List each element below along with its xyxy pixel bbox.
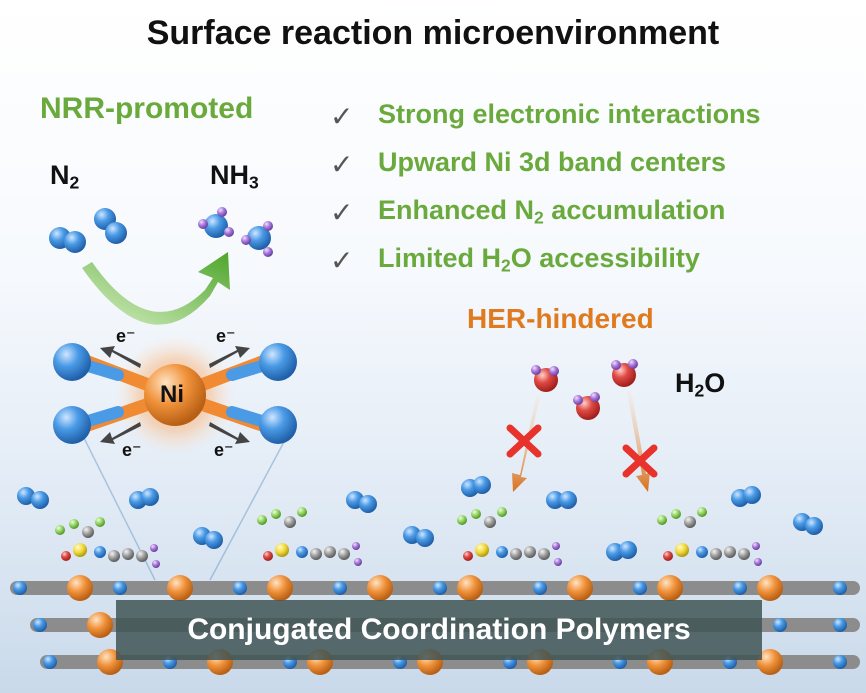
n2-molecules-top xyxy=(49,208,127,253)
ligand-clusters xyxy=(55,507,762,568)
nh3-molecules-top xyxy=(198,207,273,257)
water-molecules xyxy=(531,359,638,420)
checklist-text: Limited H2O accessibility xyxy=(378,243,700,276)
checklist: ✓ Strong electronic interactions ✓ Upwar… xyxy=(330,92,761,284)
electron-arrows xyxy=(100,346,250,444)
polymer-layer-top xyxy=(10,575,860,601)
cross-right xyxy=(622,444,658,478)
electron-label: e⁻ xyxy=(216,326,236,346)
checklist-text: Enhanced N2 accumulation xyxy=(378,195,726,228)
check-icon: ✓ xyxy=(330,148,354,180)
her-label: HER-hindered xyxy=(467,303,654,334)
checklist-item: ✓ Strong electronic interactions xyxy=(330,92,761,140)
checklist-text: Strong electronic interactions xyxy=(378,99,761,130)
checklist-item: ✓ Limited H2O accessibility xyxy=(330,236,761,284)
ni-complex xyxy=(53,335,297,455)
checklist-text: Upward Ni 3d band centers xyxy=(378,147,727,178)
n2-molecules-surface xyxy=(17,476,823,561)
nrr-label: NRR-promoted xyxy=(40,92,254,125)
her-blocked-arrows xyxy=(506,390,658,492)
ni-atom-label: Ni xyxy=(160,381,184,408)
nrr-arrow xyxy=(82,252,230,325)
n2-label: N2 xyxy=(50,160,80,193)
polymer-banner: Conjugated Coordination Polymers xyxy=(116,600,762,660)
nh3-label: NH3 xyxy=(210,160,259,193)
cross-left xyxy=(506,424,542,458)
electron-label: e⁻ xyxy=(214,440,234,460)
h2o-label: H2O xyxy=(675,368,726,401)
check-icon: ✓ xyxy=(330,196,354,228)
check-icon: ✓ xyxy=(330,100,354,132)
checklist-item: ✓ Upward Ni 3d band centers xyxy=(330,140,761,188)
checklist-item: ✓ Enhanced N2 accumulation xyxy=(330,188,761,236)
page-title: Surface reaction microenvironment xyxy=(146,14,720,52)
electron-label: e⁻ xyxy=(116,326,136,346)
electron-label: e⁻ xyxy=(122,440,142,460)
check-icon: ✓ xyxy=(330,244,354,276)
